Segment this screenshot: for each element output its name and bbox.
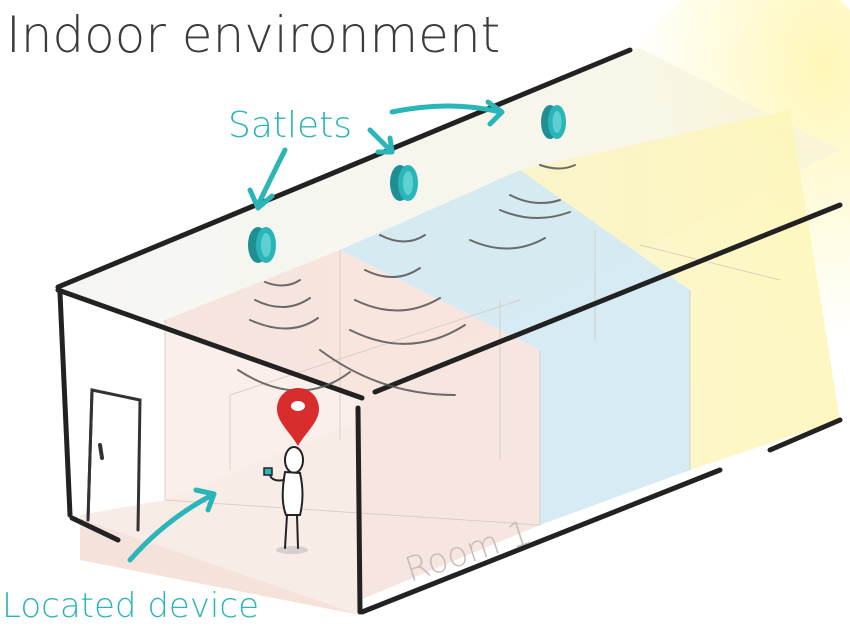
arrow-to-satlet-2 [367,127,393,153]
location-pin-icon [277,388,319,446]
arrows [127,99,505,563]
room-pink-zone [165,250,540,600]
arrow-to-satlet-3 [389,103,503,115]
page-title: Indoor environment [6,6,500,64]
located-device-label: Located device [2,586,259,626]
signal-waves [237,164,576,396]
door [86,388,142,532]
interior-guide-lines [164,230,781,526]
room-yellow-zone [520,110,840,470]
room-blue-zone [340,170,690,525]
satlet-device-3 [541,105,566,139]
arrow-to-satlet-1 [255,147,288,208]
satlet-device-2 [390,165,418,201]
arrow-to-device [127,492,215,563]
person-figure [263,446,308,554]
satlet-device-1 [248,227,276,263]
building-outline [55,47,843,615]
satlets-label: Satlets [228,105,352,146]
